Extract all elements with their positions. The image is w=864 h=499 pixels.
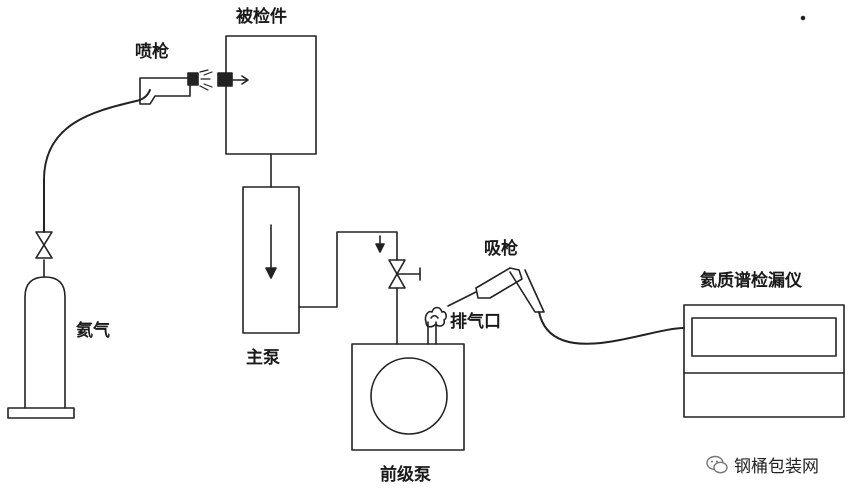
helium-cylinder <box>7 259 75 419</box>
cylinder-valve <box>35 231 53 259</box>
main-pump <box>242 186 300 334</box>
label-leak-detector: 氦质谱检漏仪 <box>700 271 802 291</box>
leak-detector <box>683 304 845 418</box>
foreline-pipe <box>298 231 421 345</box>
helium-hose <box>43 89 151 233</box>
watermark: 钢桶包装网 <box>706 452 819 477</box>
wechat-icon <box>706 455 728 473</box>
label-spray-gun: 喷枪 <box>135 42 169 62</box>
label-helium: 氦气 <box>76 321 110 341</box>
test-piece <box>217 35 317 155</box>
label-test-piece: 被检件 <box>236 7 287 27</box>
sniffer-gun <box>447 267 545 313</box>
spray-gun <box>139 69 213 105</box>
sniffer-cable <box>538 311 685 345</box>
backing-pump <box>351 343 465 451</box>
label-backing-pump: 前级泵 <box>380 465 431 485</box>
label-exhaust: 排气口 <box>450 312 501 332</box>
label-main-pump: 主泵 <box>246 348 280 368</box>
foreline-valve <box>388 259 406 289</box>
watermark-text: 钢桶包装网 <box>734 457 819 477</box>
exhaust-port <box>424 306 447 345</box>
speck <box>800 15 806 21</box>
label-sniffer-gun: 吸枪 <box>484 239 518 259</box>
